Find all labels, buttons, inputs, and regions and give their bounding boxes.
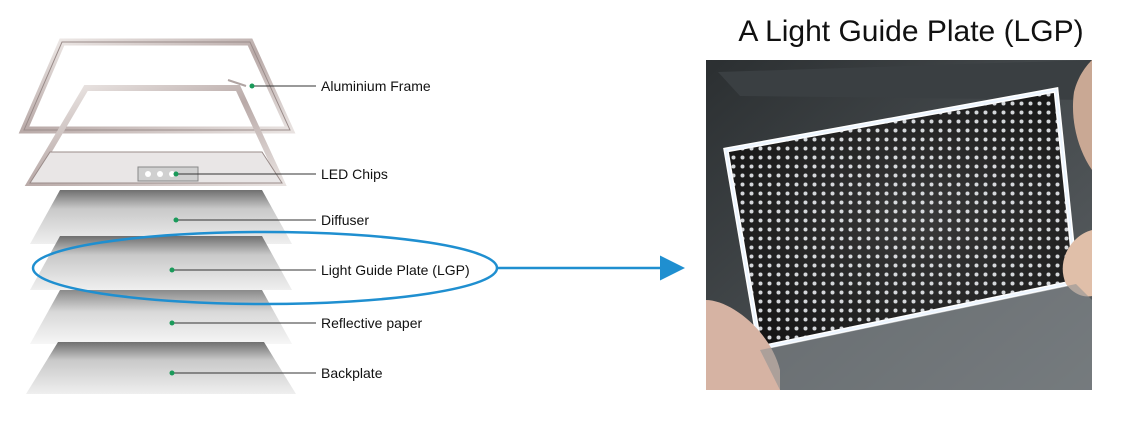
reflective-paper-layer <box>30 290 292 344</box>
backplate-layer <box>26 342 296 394</box>
dot-led-chips <box>173 171 179 177</box>
label-backplate: Backplate <box>321 365 383 381</box>
label-aluminium-frame: Aluminium Frame <box>321 78 431 94</box>
aluminium-frame-layer <box>18 38 296 134</box>
led-chips-layer <box>24 85 287 186</box>
photo-title: A Light Guide Plate (LGP) <box>738 15 1084 48</box>
label-reflective-paper: Reflective paper <box>321 315 423 331</box>
leader-lines <box>169 83 316 376</box>
lgp-photo <box>706 60 1092 390</box>
label-light-guide-plate: Light Guide Plate (LGP) <box>321 262 470 278</box>
label-diffuser: Diffuser <box>321 212 369 228</box>
dot-diffuser <box>173 217 179 223</box>
dot-reflective-paper <box>169 320 175 326</box>
lgp-layer <box>30 236 292 290</box>
dot-backplate <box>169 370 175 376</box>
dot-lgp <box>169 267 175 273</box>
label-led-chips: LED Chips <box>321 166 388 182</box>
diffuser-layer <box>30 190 292 244</box>
dot-aluminium-frame <box>249 83 255 89</box>
